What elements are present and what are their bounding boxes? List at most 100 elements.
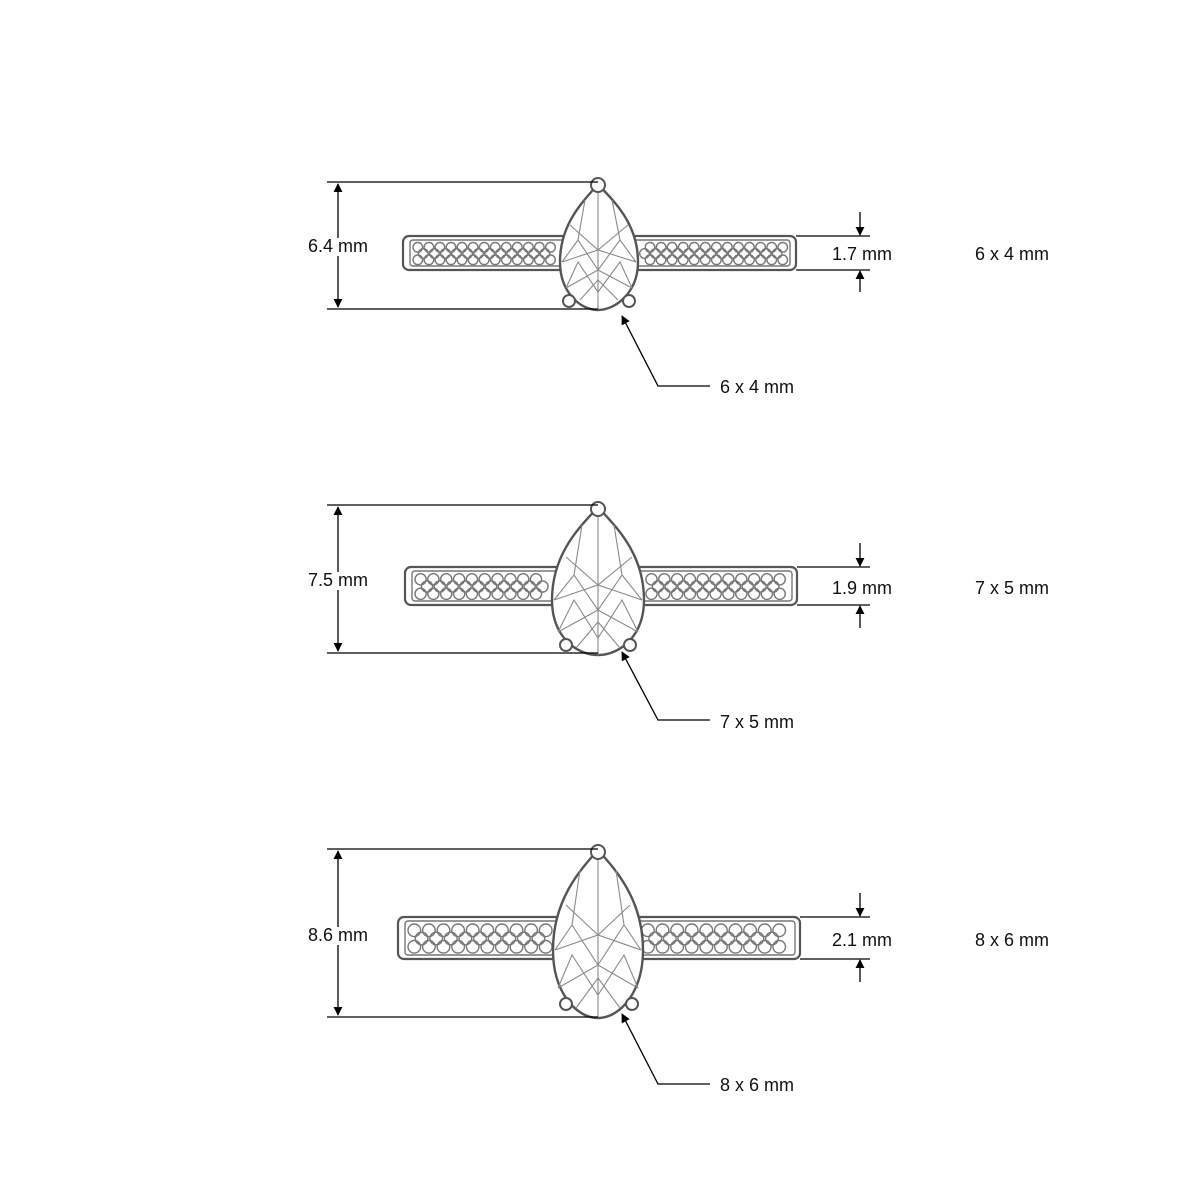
pave-stone [683,587,697,601]
pave-stone [664,580,678,593]
pave-stone [510,580,524,593]
pave-stone [765,931,780,946]
pave-stone [710,241,722,253]
ring-2-band-width-label: 1.9 mm [832,578,892,598]
ring-1-band-width-label: 1.7 mm [832,244,892,264]
pave-stone [650,247,662,259]
pave-stone [661,247,673,259]
ring-3: 8.6 mm 2.1 mm 8 x 6 mm 8 x 6 mm [304,844,1049,1095]
ring-2-stone-callout: 7 x 5 mm [621,651,794,732]
pave-stone [696,573,710,586]
pave-stone [522,241,534,253]
pave-stone [451,923,466,938]
pave-stone [722,573,735,586]
pave-stone [760,587,774,601]
ring-1-stone-callout-label: 6 x 4 mm [720,377,794,397]
pave-stone [456,241,468,253]
pave-stone [436,923,451,938]
pave-stone [497,580,511,593]
pave-stone [738,247,750,259]
pave-stone [506,247,518,259]
pave-stone [524,923,539,938]
pave-stone [766,254,778,266]
pave-stone [423,254,435,266]
pave-stone [744,241,756,253]
pave-stone [516,573,530,586]
pave-stone [716,247,728,259]
pave-stone [517,247,529,259]
pave-stone [755,254,767,266]
pave-stone [733,254,745,266]
pave-stone [670,939,685,954]
pave-stone [445,241,457,253]
pave-stone [531,931,546,946]
pave-stone [452,587,466,601]
pave-stone [414,931,429,946]
pave-stone [677,931,692,946]
pave-stone [511,254,523,266]
ring-3-height-label: 8.6 mm [308,925,368,945]
pave-stone [427,573,440,586]
pave-stone [705,247,717,259]
pave-stone [467,241,479,253]
pave-stone [684,923,699,938]
pave-stone [529,573,543,586]
pave-stone [728,923,743,938]
pave-stone [414,573,427,586]
pave-stone [743,923,758,938]
pave-stone [688,241,700,253]
ring-2-stone-callout-label: 7 x 5 mm [720,712,794,732]
pave-stone [710,254,722,266]
pave-stone [465,573,479,586]
pave-stone [777,241,789,253]
pave-stone [735,587,748,601]
pave-stone [412,241,424,253]
pave-stone [666,241,678,253]
pave-stone [434,254,446,266]
pave-stone [755,241,767,253]
ring-3-stone-callout-label: 8 x 6 mm [720,1075,794,1095]
pave-stone [500,254,512,266]
pave-stone [538,923,553,938]
pave-stone [728,580,742,593]
ring-1: 6.4 mm 1.7 mm 6 x 4 mm 6 x 4 mm [304,177,1049,397]
pave-stone [473,931,488,946]
pave-stone [491,587,504,601]
pave-stone [536,580,549,593]
pave-stone [741,580,755,593]
pave-stone [677,580,690,593]
pave-stone [417,247,429,259]
pave-stone [516,931,531,946]
ring-1-height-dimension: 6.4 mm [304,181,598,310]
pave-stone [655,254,667,266]
pave-stone [772,923,787,938]
pave-stone [670,573,684,586]
ring-2: 7.5 mm 1.9 mm 7 x 5 mm 7 x 5 mm [304,501,1049,732]
pave-stone [452,573,466,586]
ring-1-stone-callout: 6 x 4 mm [621,315,794,397]
pave-stone [760,573,774,586]
pave-stone [434,241,446,253]
pave-stone [651,580,665,593]
pave-stone [644,241,656,253]
ring-3-band-width-label: 2.1 mm [832,930,892,950]
pave-stone [500,241,512,253]
pave-stone [528,247,540,259]
pave-stone [516,587,530,601]
pave-stone [699,939,714,954]
pave-stone [702,580,716,593]
ring-2-size-label: 7 x 5 mm [975,578,1049,598]
pave-stone [733,241,745,253]
pave-stone [709,573,722,586]
pave-stone [511,241,523,253]
ring-3-stone-callout: 8 x 6 mm [621,1013,794,1095]
ring-1-gem [558,177,640,312]
pave-stone [446,580,459,593]
pave-stone [451,939,466,954]
pave-stone [421,939,436,954]
pave-stone [721,254,733,266]
pave-stone [421,923,436,938]
pave-stone [722,587,735,601]
pave-stone [433,580,447,593]
